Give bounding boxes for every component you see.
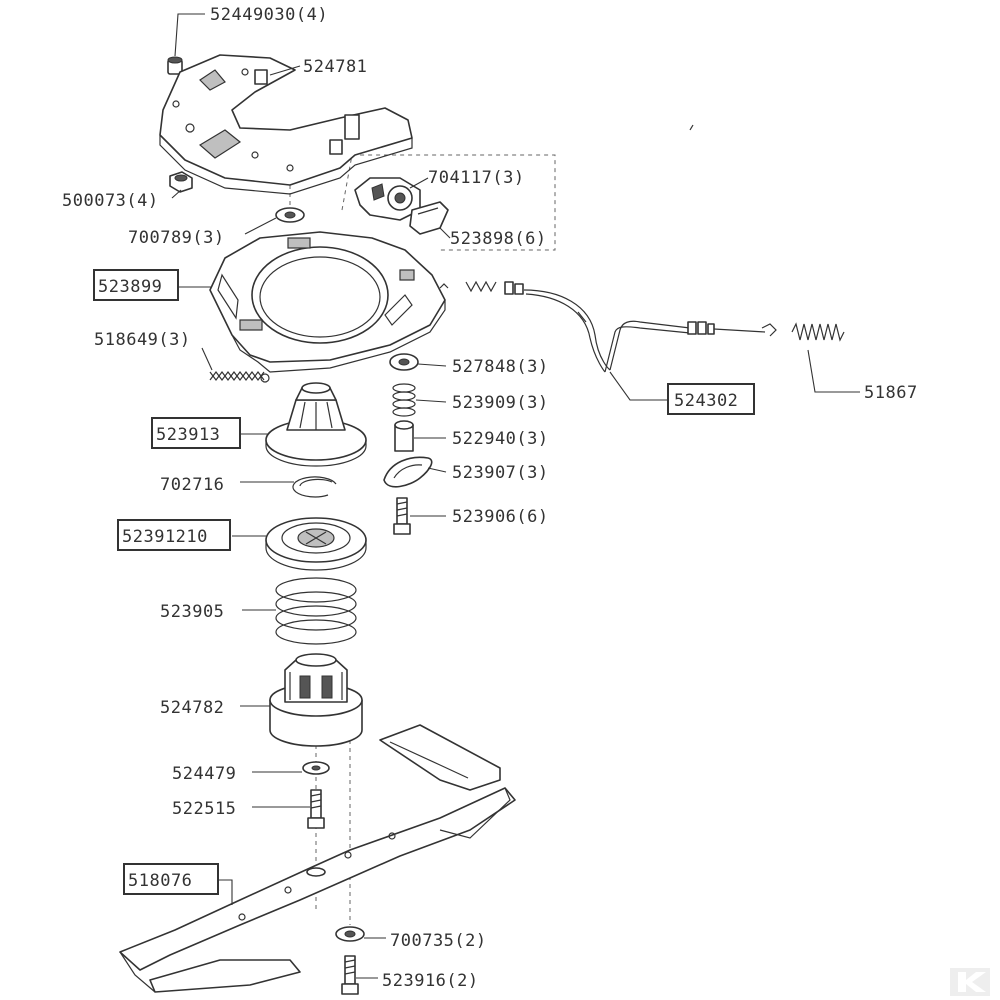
part-label-523898: 523898(6) — [450, 229, 547, 249]
snap-ring-702716 — [292, 476, 337, 498]
guide-523907 — [383, 456, 433, 488]
stray-mark — [689, 124, 694, 131]
part-label-527848: 527848(3) — [452, 357, 549, 377]
leader-704117 — [409, 177, 429, 189]
sleeve-522940 — [394, 420, 414, 452]
blade-518076 — [119, 724, 516, 993]
part-label-700735: 700735(2) — [390, 931, 487, 951]
sleeve-52449030 — [167, 56, 183, 75]
plate-523899 — [209, 231, 446, 373]
part-label-523913: 523913 — [156, 425, 220, 445]
part-label-524302: 524302 — [674, 391, 738, 411]
leader-523909 — [415, 399, 447, 403]
label-box-524302 — [667, 383, 755, 415]
part-label-523905: 523905 — [160, 602, 224, 622]
bolt-523916 — [341, 955, 359, 995]
nut-500073 — [169, 171, 193, 193]
cable-524302 — [439, 280, 777, 373]
part-label-523899: 523899 — [98, 277, 162, 297]
watermark-logo — [950, 968, 990, 996]
part-label-52391210: 52391210 — [122, 527, 208, 547]
leader-523907 — [427, 467, 447, 473]
leader-500073 — [171, 189, 182, 199]
washer-524479 — [302, 761, 330, 775]
leader-524781 — [269, 65, 301, 76]
washer-700789 — [275, 207, 305, 223]
part-label-704117: 704117(3) — [428, 168, 525, 188]
label-box-518076 — [123, 863, 219, 895]
leader-524302 — [609, 371, 668, 401]
part-label-523909: 523909(3) — [452, 393, 549, 413]
part-label-51867: 51867 — [864, 383, 918, 403]
label-box-52391210 — [117, 519, 231, 551]
part-label-500073: 500073(4) — [62, 191, 159, 211]
part-label-52449030: 52449030(4) — [210, 5, 328, 25]
leader-51867 — [807, 349, 860, 393]
leader-52449030 — [174, 13, 205, 57]
part-label-522515: 522515 — [172, 799, 236, 819]
leader-700789 — [244, 217, 277, 235]
leader-523898 — [439, 227, 451, 239]
hub-523913 — [265, 382, 367, 467]
leader-518076 — [218, 879, 233, 905]
upper-plate-524781 — [159, 54, 413, 195]
washer-700735 — [335, 926, 365, 942]
spring-518649 — [209, 371, 270, 383]
label-box-523913 — [151, 417, 241, 449]
leader-518649 — [201, 347, 213, 371]
part-label-524781: 524781 — [303, 57, 367, 77]
disc-52391210 — [265, 517, 367, 571]
spring-523905 — [275, 577, 357, 645]
part-label-523916: 523916(2) — [382, 971, 479, 991]
part-label-700789: 700789(3) — [128, 228, 225, 248]
part-label-522940: 522940(3) — [452, 429, 549, 449]
cam-704117 — [354, 177, 421, 221]
spring-51867 — [791, 322, 845, 342]
part-label-518076: 518076 — [128, 871, 192, 891]
leader-527848 — [417, 363, 447, 367]
bolt-522515 — [307, 789, 325, 829]
part-label-702716: 702716 — [160, 475, 224, 495]
bolt-523906 — [393, 497, 411, 535]
part-label-518649: 518649(3) — [94, 330, 191, 350]
part-label-523907: 523907(3) — [452, 463, 549, 483]
part-label-524479: 524479 — [172, 764, 236, 784]
part-label-524782: 524782 — [160, 698, 224, 718]
spring-523909 — [392, 383, 416, 417]
detail-box — [341, 154, 556, 251]
adapter-524782 — [269, 653, 363, 747]
washer-527848 — [389, 353, 419, 371]
part-label-523906: 523906(6) — [452, 507, 549, 527]
label-box-523899 — [93, 269, 179, 301]
